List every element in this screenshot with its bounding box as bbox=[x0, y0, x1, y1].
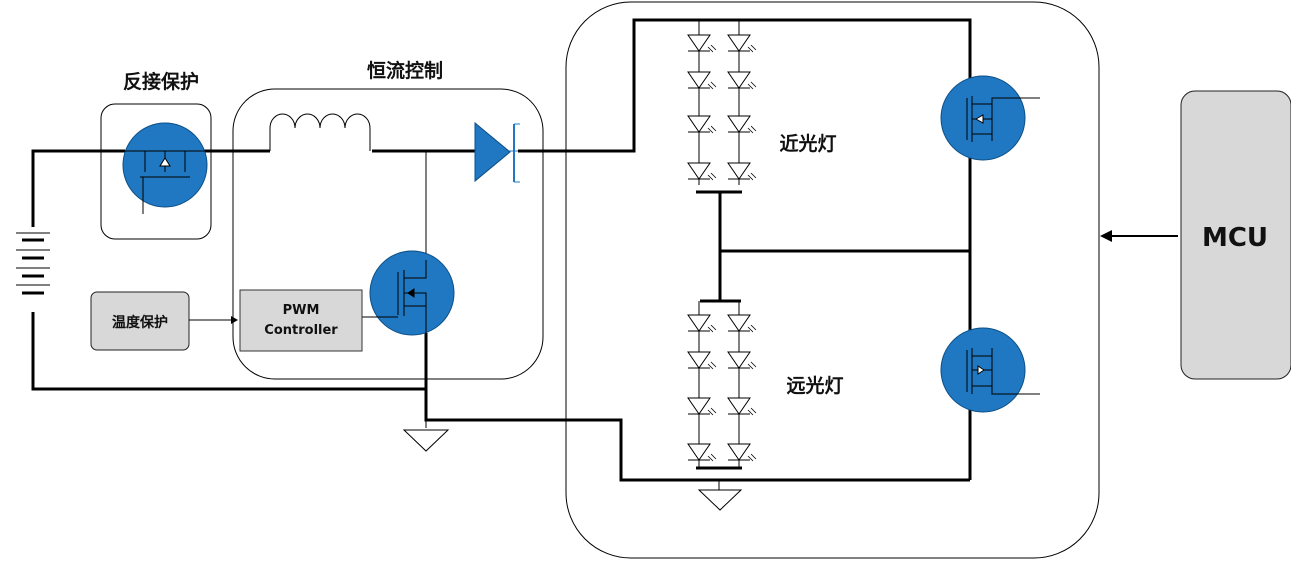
high-beam-led-array bbox=[687, 314, 757, 462]
diode-icon bbox=[474, 121, 520, 183]
led-module-box bbox=[565, 1, 1100, 559]
switch-mosfet-icon bbox=[362, 250, 455, 336]
temp-protection-block: 温度保护 bbox=[90, 291, 190, 351]
led-icon bbox=[727, 34, 757, 53]
led-icon bbox=[727, 443, 757, 462]
mcu-block: MCU bbox=[1180, 90, 1291, 380]
high-beam-label: 远光灯 bbox=[786, 374, 843, 397]
pwm-label-line2: Controller bbox=[264, 323, 338, 338]
led-icon bbox=[687, 162, 717, 181]
pwm-label-line1: PWM bbox=[283, 303, 320, 318]
reverse-protection-mosfet-icon bbox=[122, 122, 208, 214]
constant-current-label: 恒流控制 bbox=[367, 59, 443, 82]
low-beam-label: 近光灯 bbox=[779, 132, 836, 155]
led-icon bbox=[727, 71, 757, 90]
led-icon bbox=[727, 351, 757, 370]
low-beam-mosfet-icon bbox=[940, 75, 1040, 161]
reverse-protection-label: 反接保护 bbox=[123, 70, 199, 93]
ground-icon-led bbox=[697, 489, 743, 511]
arrow-icon bbox=[189, 316, 238, 324]
mcu-label: MCU bbox=[1202, 223, 1268, 253]
led-icon bbox=[727, 314, 757, 333]
mcu-arrow-icon bbox=[1100, 230, 1178, 242]
led-icon bbox=[727, 397, 757, 416]
inductor-icon bbox=[269, 113, 371, 151]
high-beam-mosfet-icon bbox=[940, 327, 1040, 413]
battery-icon bbox=[16, 232, 50, 295]
constant-current-box bbox=[232, 88, 544, 380]
pwm-controller-block: PWM Controller bbox=[239, 289, 363, 352]
led-icon bbox=[687, 71, 717, 90]
led-icon bbox=[687, 351, 717, 370]
temp-protection-label: 温度保护 bbox=[112, 314, 168, 331]
led-icon bbox=[687, 314, 717, 333]
led-icon bbox=[687, 443, 717, 462]
thick-wires bbox=[31, 18, 972, 482]
ground-icon bbox=[402, 429, 450, 452]
led-icon bbox=[727, 115, 757, 134]
led-icon bbox=[687, 115, 717, 134]
reverse-protection-box bbox=[100, 103, 212, 240]
led-icon bbox=[687, 397, 717, 416]
led-icon bbox=[687, 34, 717, 53]
led-icon bbox=[727, 162, 757, 181]
low-beam-led-array bbox=[687, 34, 757, 181]
